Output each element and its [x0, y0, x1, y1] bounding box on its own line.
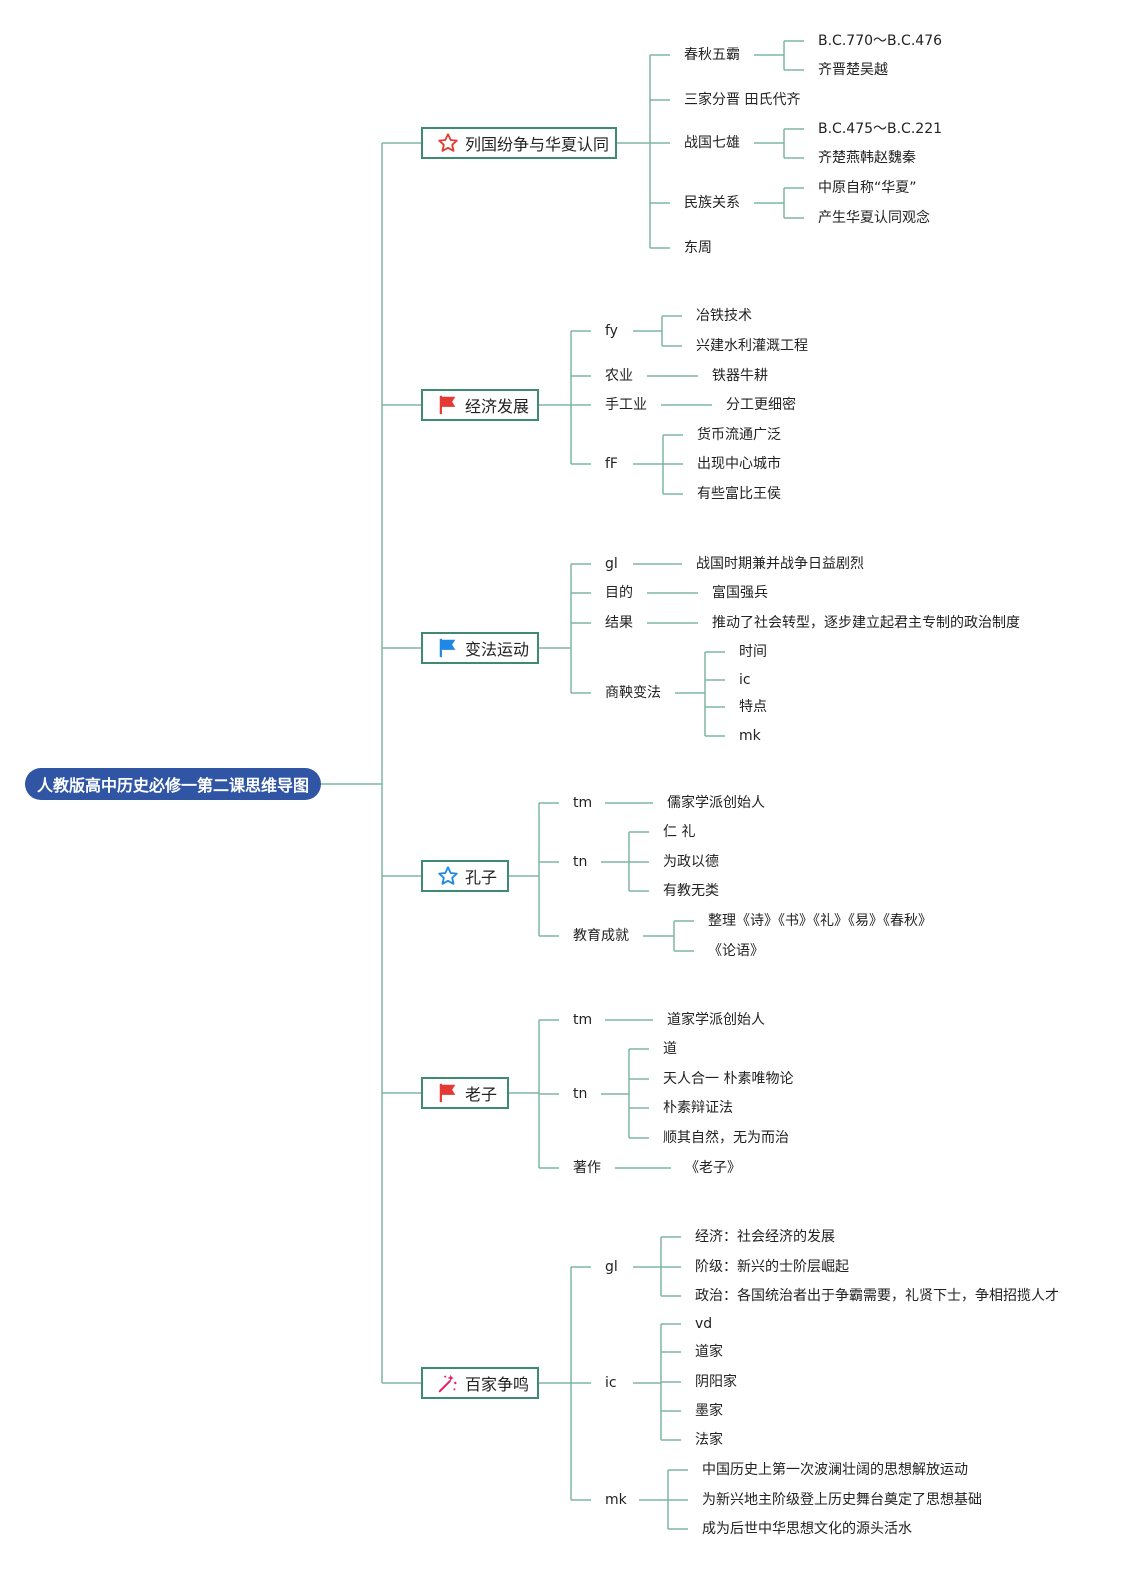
topic-node[interactable]: 列国纷争与华夏认同 — [421, 127, 617, 159]
leaf-label[interactable]: 产生华夏认同观念 — [818, 210, 930, 226]
leaf-label[interactable]: 阴阳家 — [695, 1374, 737, 1390]
leaf-label[interactable]: 战国时期兼并战争日益剧烈 — [696, 556, 864, 572]
branch-label[interactable]: 商鞅变法 — [605, 685, 661, 701]
branch-label[interactable]: ic — [605, 1375, 617, 1391]
topic-node[interactable]: 百家争鸣 — [421, 1367, 539, 1399]
root-label: 人教版高中历史必修一第二课思维导图 — [36, 776, 309, 795]
branch-label[interactable]: fF — [605, 456, 618, 472]
leaf-label[interactable]: 铁器牛耕 — [712, 368, 768, 384]
leaf-label[interactable]: 天人合一 朴素唯物论 — [663, 1071, 794, 1087]
leaf-label[interactable]: 道 — [663, 1041, 677, 1057]
topic-label: 变法运动 — [465, 640, 530, 659]
branch-label[interactable]: gl — [605, 1259, 618, 1275]
topic-node[interactable]: 老子 — [421, 1077, 509, 1109]
topic-node[interactable]: 经济发展 — [421, 389, 539, 421]
branch-label[interactable]: 目的 — [605, 585, 633, 601]
leaf-label[interactable]: 儒家学派创始人 — [667, 795, 765, 811]
leaf-label[interactable]: ic — [739, 672, 751, 688]
branch-label[interactable]: 著作 — [573, 1160, 601, 1176]
leaf-label[interactable]: B.C.475～B.C.221 — [818, 121, 943, 137]
leaf-label[interactable]: 货币流通广泛 — [697, 427, 781, 443]
branch-label[interactable]: tn — [573, 1086, 588, 1102]
leaf-label[interactable]: 成为后世中华思想文化的源头活水 — [702, 1521, 912, 1537]
leaf-label[interactable]: 阶级：新兴的士阶层崛起 — [695, 1259, 849, 1275]
leaf-label[interactable]: 顺其自然，无为而治 — [663, 1130, 789, 1146]
blue-flag-icon — [437, 637, 459, 659]
branch-label[interactable]: 春秋五霸 — [684, 47, 740, 63]
leaf-label[interactable]: 整理《诗》《书》《礼》《易》《春秋》 — [708, 913, 932, 929]
leaf-label[interactable]: 特点 — [739, 699, 767, 715]
leaf-label[interactable]: 兴建水利灌溉工程 — [696, 338, 808, 354]
branch-label[interactable]: 三家分晋 田氏代齐 — [684, 92, 801, 108]
red-flag-icon — [437, 394, 459, 416]
leaf-label[interactable]: 有教无类 — [663, 883, 719, 899]
branch-label[interactable]: 教育成就 — [573, 928, 629, 944]
branch-label[interactable]: 手工业 — [605, 397, 647, 413]
branch-label[interactable]: 东周 — [684, 240, 712, 256]
leaf-label[interactable]: 墨家 — [695, 1403, 723, 1419]
branch-label[interactable]: gl — [605, 556, 618, 572]
topic-node[interactable]: 变法运动 — [421, 632, 539, 664]
topic-label: 百家争鸣 — [465, 1375, 530, 1394]
leaf-label[interactable]: 富国强兵 — [712, 585, 768, 601]
leaf-label[interactable]: 道家学派创始人 — [667, 1012, 765, 1028]
leaf-label[interactable]: mk — [739, 728, 761, 744]
leaf-label[interactable]: B.C.770～B.C.476 — [818, 33, 943, 49]
leaf-label[interactable]: 朴素辩证法 — [663, 1100, 733, 1116]
leaf-label[interactable]: 仁 礼 — [663, 824, 696, 840]
leaf-label[interactable]: 出现中心城市 — [697, 456, 781, 472]
topic-node[interactable]: 孔子 — [421, 860, 509, 892]
leaf-label[interactable]: 中国历史上第一次波澜壮阔的思想解放运动 — [702, 1462, 968, 1478]
star-outline-red-icon — [437, 132, 459, 154]
branch-label[interactable]: fy — [605, 323, 618, 339]
branch-label[interactable]: 结果 — [605, 615, 633, 631]
topic-label: 列国纷争与华夏认同 — [465, 135, 610, 154]
leaf-label[interactable]: 分工更细密 — [726, 397, 796, 413]
leaf-label[interactable]: 时间 — [739, 644, 767, 660]
leaf-label[interactable]: 《论语》 — [708, 943, 764, 959]
branch-label[interactable]: tm — [573, 795, 593, 811]
leaf-label[interactable]: 经济：社会经济的发展 — [695, 1229, 835, 1245]
red-flag-icon — [437, 1082, 459, 1104]
branch-label[interactable]: 民族关系 — [684, 195, 740, 211]
branch-label[interactable]: mk — [605, 1492, 627, 1508]
leaf-label[interactable]: 法家 — [695, 1432, 723, 1448]
leaf-label[interactable]: 冶铁技术 — [696, 308, 752, 324]
leaf-label[interactable]: 中原自称“华夏” — [818, 180, 917, 196]
leaf-label[interactable]: 政治：各国统治者出于争霸需要，礼贤下士，争相招揽人才 — [695, 1288, 1059, 1304]
star-outline-blue-icon — [437, 865, 459, 887]
branch-label[interactable]: 战国七雄 — [684, 135, 740, 151]
leaf-label[interactable]: 齐晋楚吴越 — [818, 62, 888, 78]
topic-label: 孔子 — [465, 868, 498, 887]
leaf-label[interactable]: vd — [695, 1316, 713, 1332]
branch-label[interactable]: 农业 — [605, 368, 633, 384]
branch-label[interactable]: tn — [573, 854, 588, 870]
root-node[interactable]: 人教版高中历史必修一第二课思维导图 — [25, 768, 321, 800]
leaf-label[interactable]: 推动了社会转型，逐步建立起君主专制的政治制度 — [712, 615, 1020, 631]
sparkle-icon — [437, 1372, 459, 1394]
leaf-label[interactable]: 齐楚燕韩赵魏秦 — [818, 150, 916, 166]
leaf-label[interactable]: 《老子》 — [685, 1160, 741, 1176]
branch-label[interactable]: tm — [573, 1012, 593, 1028]
leaf-label[interactable]: 为新兴地主阶级登上历史舞台奠定了思想基础 — [702, 1492, 982, 1508]
leaf-label[interactable]: 为政以德 — [663, 854, 719, 870]
leaf-label[interactable]: 有些富比王侯 — [697, 486, 781, 502]
topic-label: 经济发展 — [465, 397, 530, 416]
topic-label: 老子 — [465, 1085, 498, 1104]
leaf-label[interactable]: 道家 — [695, 1344, 723, 1360]
